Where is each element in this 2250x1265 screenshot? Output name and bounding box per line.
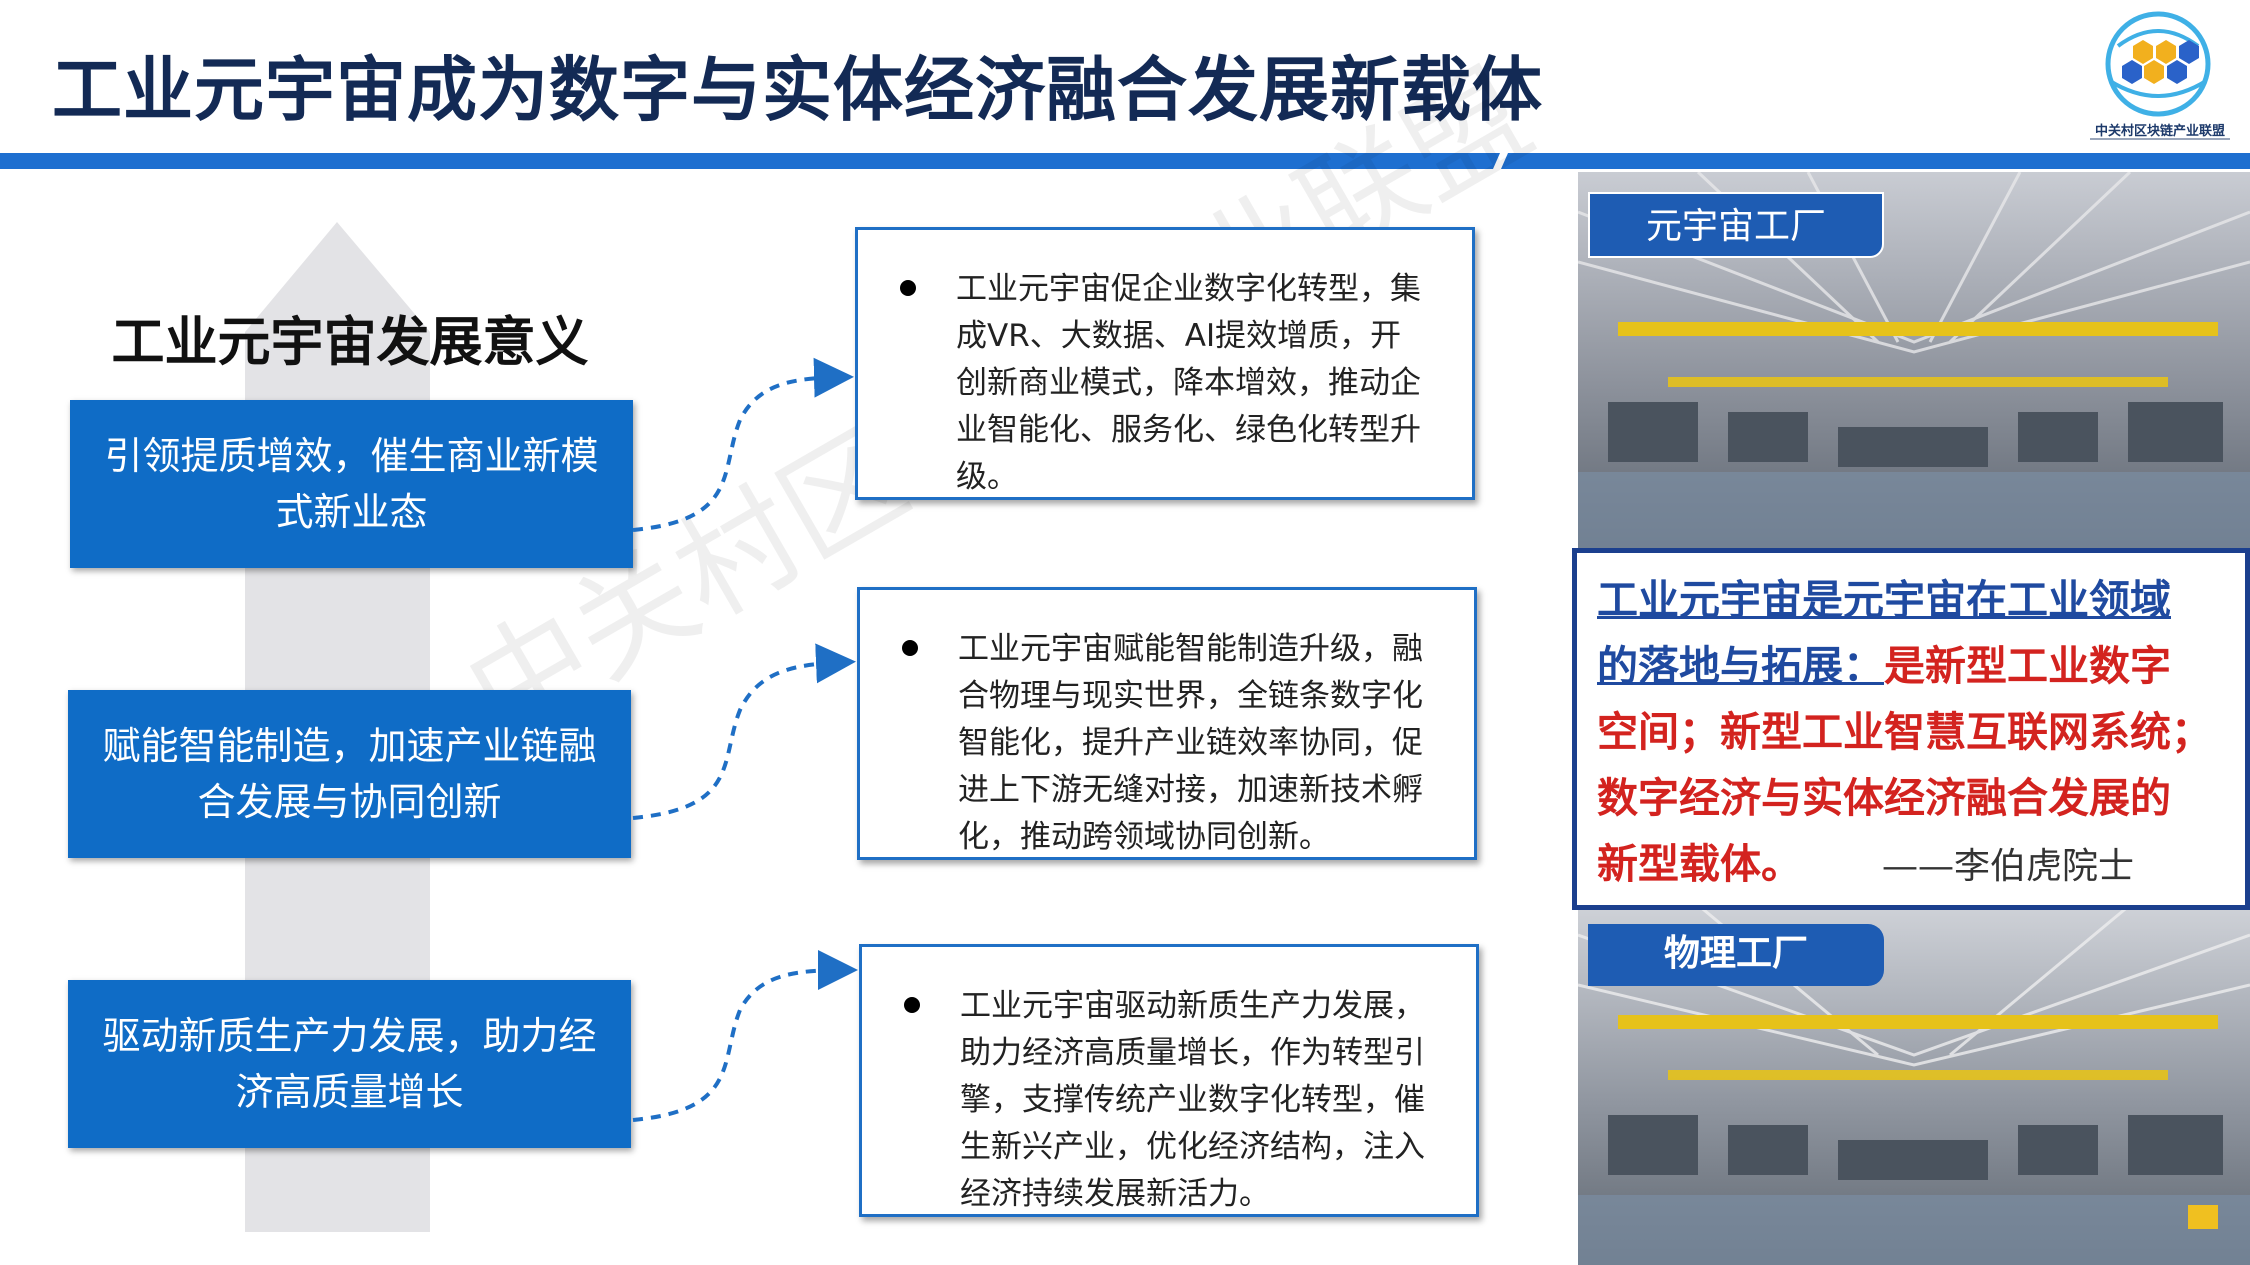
connector-2 [632,643,856,820]
header-divider-bar [0,153,2250,169]
bullet-icon [904,997,920,1013]
description-box-1: 工业元宇宙促企业数字化转型，集 成VR、大数据、AI提效增质，开 创新商业模式，… [855,227,1475,500]
logo-underline [2090,138,2230,140]
alliance-logo-icon [2105,11,2211,117]
quote-author: ——李伯虎院士 [1882,846,2135,887]
bullet-icon [902,640,918,656]
metaverse-factory-image [1578,172,2250,550]
quote-line-1: 工业元宇宙是元宇宙在工业领域 [1597,576,2171,624]
significance-box-2: 赋能智能制造，加速产业链融合发展与协同创新 [68,690,631,858]
physical-factory-label: 物理工厂 [1588,924,1884,986]
logo-text: 中关村区块链产业联盟 [2094,124,2225,139]
section-heading: 工业元宇宙发展意义 [111,312,589,373]
page-title: 工业元宇宙成为数字与实体经济融合发展新载体 [52,49,1543,131]
quote-line-2-red: 是新型工业数字 [1884,642,2171,690]
description-box-2: 工业元宇宙赋能智能制造升级，融 合物理与现实世界，全链条数字化 智能化，提升产业… [857,587,1477,860]
quote-box: 工业元宇宙是元宇宙在工业领域 的落地与拓展：是新型工业数字 空间；新型工业智慧互… [1572,548,2250,910]
physical-factory-image [1578,905,2250,1265]
metaverse-factory-label: 元宇宙工厂 [1588,192,1884,258]
quote-line-3: 空间；新型工业智慧互联网系统； [1597,708,2212,756]
quote-line-2-blue: 的落地与拓展： [1597,642,1884,690]
significance-box-3: 驱动新质生产力发展，助力经济高质量增长 [68,980,631,1148]
quote-line-4: 数字经济与实体经济融合发展的 [1597,774,2171,822]
quote-line-5: 新型载体。 [1597,840,1802,888]
connector-3 [632,950,858,1122]
significance-box-1: 引领提质增效，催生商业新模式新业态 [70,400,633,568]
description-box-3: 工业元宇宙驱动新质生产力发展， 助力经济高质量增长，作为转型引 擎，支撑传统产业… [859,944,1479,1217]
bullet-icon [900,280,916,296]
